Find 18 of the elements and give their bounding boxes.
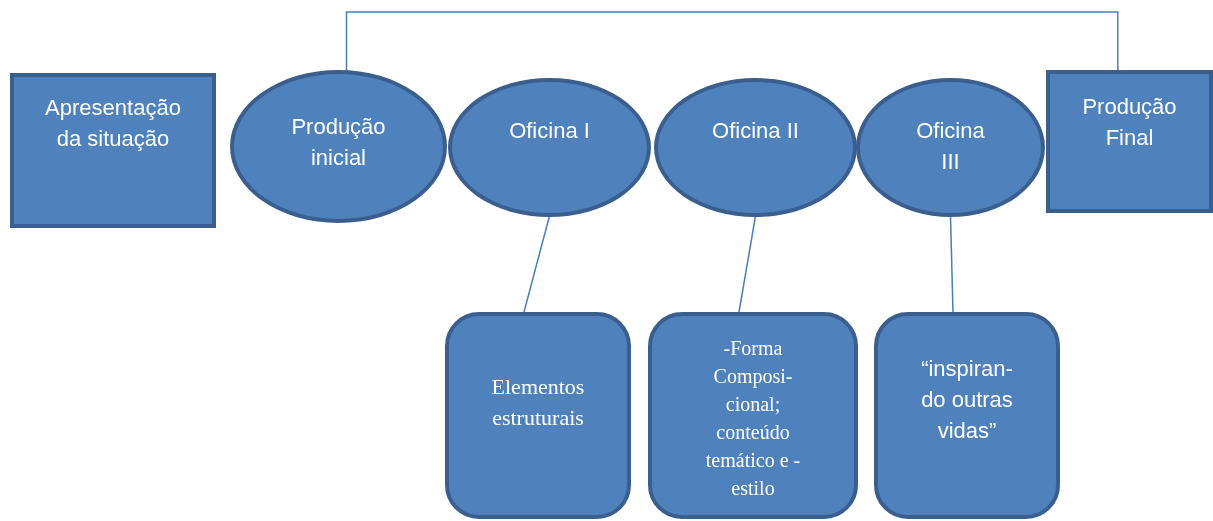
connector-line	[345, 11, 1119, 72]
connector-line	[523, 215, 551, 313]
node-label: Apresentação da situação	[44, 94, 182, 153]
node-label: Produção Final	[1081, 93, 1178, 152]
connector-line	[949, 215, 954, 313]
node-label: Oficina III	[915, 117, 986, 176]
connector-line	[738, 215, 757, 313]
node-label: Oficina I	[508, 117, 591, 145]
node-label: Produção inicial	[290, 113, 387, 172]
process-box	[10, 73, 216, 228]
rounded-box	[648, 312, 858, 519]
node-label: -Forma Composi- cional; conteúdo temático e - estilo	[704, 336, 802, 501]
node-label: “inspiran- do outras vidas”	[920, 355, 1014, 445]
node-label: Oficina II	[711, 117, 800, 145]
rounded-box	[874, 312, 1060, 519]
node-label: Elementos estruturais	[490, 373, 586, 432]
process-box	[1046, 70, 1213, 213]
rounded-box	[445, 312, 631, 519]
